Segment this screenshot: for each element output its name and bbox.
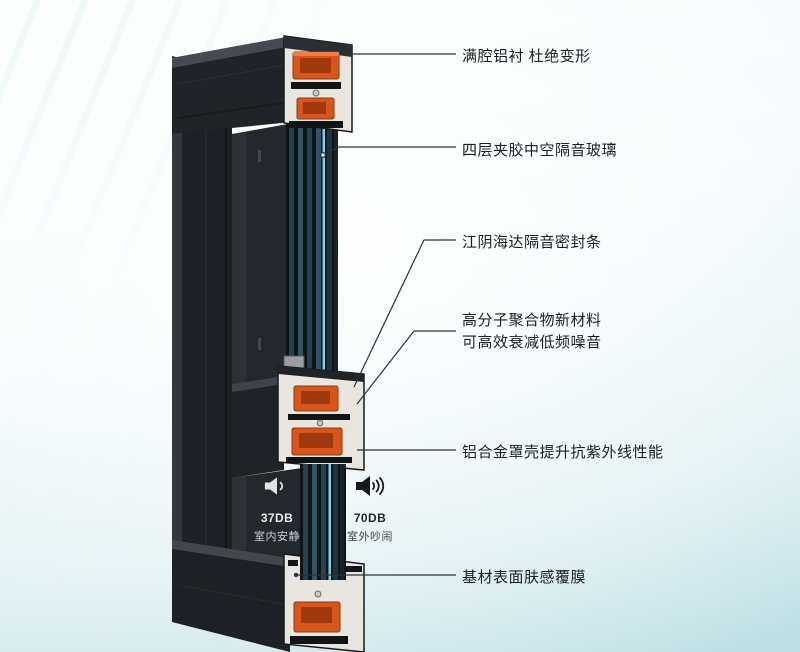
callout-label: 江阴海达隔音密封条 — [462, 234, 602, 251]
callout-label: 四层夹胶中空隔音玻璃 — [462, 142, 618, 159]
indoor-db-label: 室内安静 — [254, 531, 300, 543]
glass-stack-bottom — [300, 464, 346, 580]
callout-label: 铝合金罩壳提升抗紫外线性能 — [462, 444, 664, 461]
callout-seal-strip: 江阴海达隔音密封条 — [462, 232, 602, 254]
callout-aluminum-shell: 铝合金罩壳提升抗紫外线性能 — [462, 442, 664, 464]
outdoor-db-value: 70DB — [353, 511, 387, 525]
callout-polymer: 高分子聚合物新材料 可高效衰减低频噪音 — [462, 310, 602, 354]
middle-cutaway-profile — [277, 355, 365, 471]
speaker-high-icon — [338, 474, 402, 497]
indoor-noise-block: 37DB 室内安静 — [245, 474, 309, 544]
callout-lines — [293, 51, 456, 578]
outdoor-noise-block: 70DB 室外吵闹 — [338, 474, 402, 544]
callout-glass: 四层夹胶中空隔音玻璃 — [462, 140, 617, 162]
outdoor-db-label: 室外吵闹 — [347, 531, 393, 543]
callout-surface-film: 基材表面肤感覆膜 — [462, 567, 586, 589]
glass-stack-top — [286, 116, 338, 392]
window-frame — [172, 36, 302, 652]
callout-label: 可高效衰减低频噪音 — [462, 334, 602, 351]
indoor-db-value: 37DB — [260, 511, 294, 525]
speaker-low-icon — [245, 474, 309, 497]
callout-aluminum-lining: 满腔铝衬 杜绝变形 — [462, 46, 591, 68]
callout-label: 高分子聚合物新材料 — [462, 312, 602, 329]
callout-label: 基材表面肤感覆膜 — [462, 569, 587, 586]
callout-label: 满腔铝衬 杜绝变形 — [462, 48, 591, 65]
top-cutaway-profile — [283, 35, 353, 133]
